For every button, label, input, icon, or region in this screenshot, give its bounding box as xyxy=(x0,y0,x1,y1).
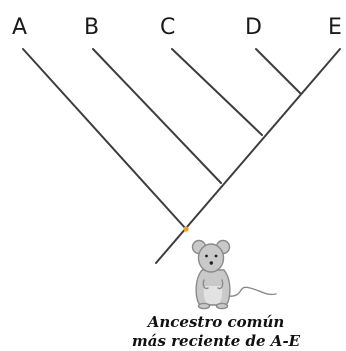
taxon-label-d: D xyxy=(245,15,262,40)
taxon-label-a: A xyxy=(12,15,27,40)
taxon-label-b: B xyxy=(84,15,99,40)
caption-line-1: Ancestro común xyxy=(146,313,285,331)
ancestor-node xyxy=(183,226,189,232)
taxon-label-e: E xyxy=(328,15,342,40)
mouse-icon xyxy=(191,239,277,310)
branch-a xyxy=(22,48,187,230)
taxon-label-c: C xyxy=(160,15,175,40)
branch-root-to-e xyxy=(155,48,341,264)
branch-c xyxy=(171,48,263,136)
tree-branches xyxy=(22,48,341,264)
branch-b xyxy=(92,48,222,184)
caption-line-2: más reciente de A-E xyxy=(132,332,301,350)
branch-d xyxy=(255,48,301,94)
